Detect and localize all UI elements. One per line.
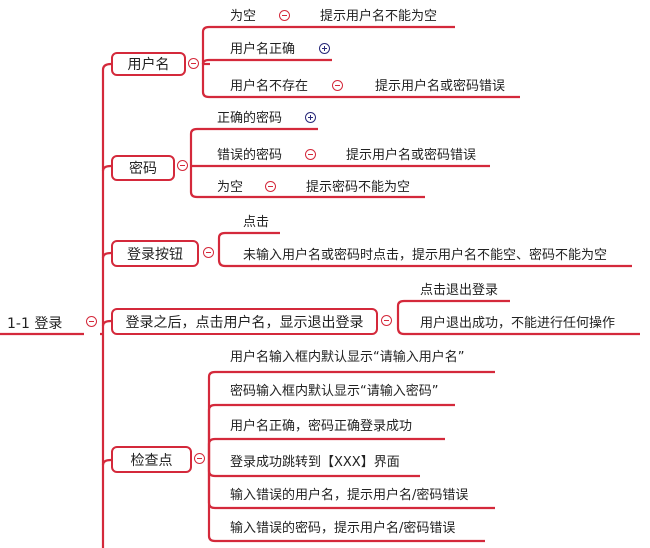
expand-username-correct-icon[interactable] [319, 43, 330, 54]
password-correct[interactable]: 正确的密码 [217, 111, 283, 126]
collapse-password-icon[interactable] [177, 160, 188, 171]
checkpoint-item[interactable]: 输入错误的密码，提示用户名/密码错误 [230, 521, 456, 536]
collapse-root-icon[interactable] [86, 316, 97, 327]
collapse-username-icon[interactable] [188, 58, 199, 69]
branch-password[interactable]: 密码 [111, 155, 175, 181]
username-not-exist-toggle-icon[interactable] [332, 80, 343, 91]
password-empty[interactable]: 为空 [217, 180, 244, 195]
checkpoint-item[interactable]: 输入错误的用户名，提示用户名/密码错误 [230, 488, 469, 503]
checkpoint-item[interactable]: 登录成功跳转到【XXX】界面 [230, 455, 400, 470]
checkpoint-item[interactable]: 密码输入框内默认显示“请输入密码” [230, 384, 439, 399]
branch-login-button[interactable]: 登录按钮 [111, 240, 199, 267]
password-wrong-note[interactable]: 提示用户名或密码错误 [346, 148, 477, 163]
password-wrong[interactable]: 错误的密码 [217, 148, 283, 163]
expand-password-correct-icon[interactable] [305, 112, 316, 123]
username-empty[interactable]: 为空 [230, 9, 257, 24]
username-correct[interactable]: 用户名正确 [230, 42, 296, 57]
branch-checkpoints[interactable]: 检查点 [111, 446, 192, 473]
username-empty-toggle-icon[interactable] [279, 10, 290, 21]
username-empty-note[interactable]: 提示用户名不能为空 [320, 9, 438, 24]
password-wrong-toggle-icon[interactable] [305, 149, 316, 160]
collapse-login-button-icon[interactable] [203, 247, 214, 258]
password-empty-note[interactable]: 提示密码不能为空 [306, 180, 411, 195]
branch-username[interactable]: 用户名 [111, 52, 186, 76]
branch-after-login[interactable]: 登录之后，点击用户名，显示退出登录 [111, 308, 378, 335]
root-topic[interactable]: 1-1 登录 [7, 316, 63, 332]
password-empty-toggle-icon[interactable] [265, 181, 276, 192]
login-click[interactable]: 点击 [243, 215, 270, 230]
collapse-checkpoints-icon[interactable] [194, 453, 205, 464]
after-login-logout-success[interactable]: 用户退出成功，不能进行任何操作 [420, 316, 616, 331]
checkpoint-item[interactable]: 用户名正确，密码正确登录成功 [230, 419, 413, 434]
username-not-exist-note[interactable]: 提示用户名或密码错误 [375, 79, 506, 94]
after-login-click-logout[interactable]: 点击退出登录 [420, 283, 499, 298]
username-not-exist[interactable]: 用户名不存在 [230, 79, 309, 94]
login-click-empty-fields[interactable]: 未输入用户名或密码时点击，提示用户名不能空、密码不能为空 [243, 248, 608, 263]
collapse-after-login-icon[interactable] [381, 315, 392, 326]
checkpoint-item[interactable]: 用户名输入框内默认显示“请输入用户名” [230, 350, 465, 365]
